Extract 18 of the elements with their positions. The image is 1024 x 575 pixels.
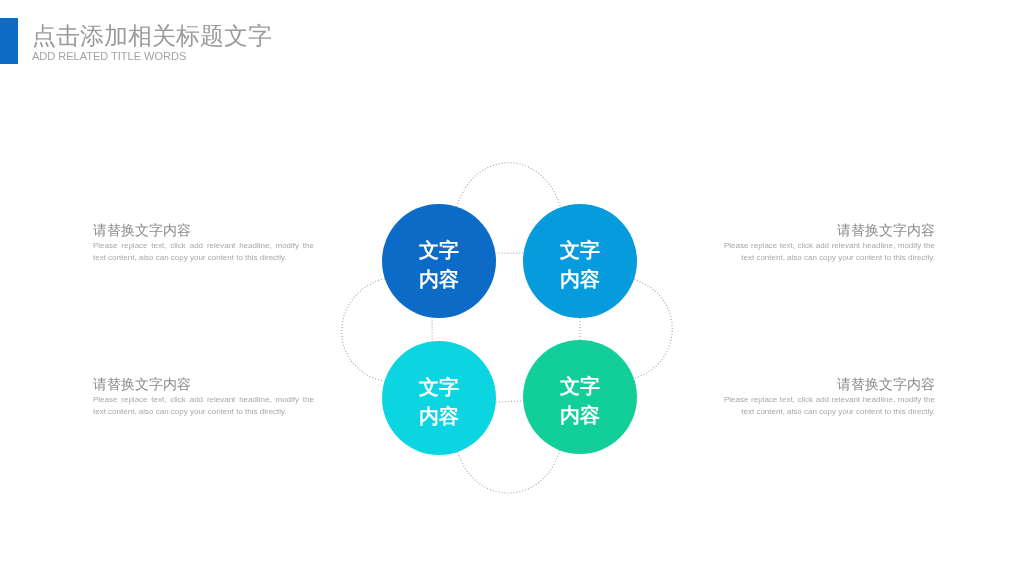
circle-text: 文字内容 [559, 373, 601, 429]
subtitle: ADD RELATED TITLE WORDS [32, 50, 187, 63]
dotted-arc [633, 279, 673, 379]
description-text: Please replace text, click add relevant headline, modify the text content, also can copy your content to this directly. [93, 240, 314, 264]
section-heading: 请替换文字内容 [836, 221, 935, 239]
section-heading: 请替换文字内容 [93, 375, 192, 393]
dotted-line [579, 317, 581, 341]
section-heading: 请替换文字内容 [93, 221, 192, 239]
title: 点击添加相关标题文字 [32, 21, 272, 51]
circle-text: 文字内容 [559, 237, 601, 293]
description-text: Please replace text, click add relevant headline, modify the text content, also can copy your content to this directly. [93, 394, 314, 418]
dotted-line [495, 400, 524, 403]
circle-text: 文字内容 [418, 374, 460, 430]
section-heading: 请替换文字内容 [836, 375, 935, 393]
dotted-arc [456, 162, 562, 208]
description-text: Please replace text, click add relevant headline, modify the text content, also can copy your content to this directly. [724, 240, 935, 264]
description-text: Please replace text, click add relevant headline, modify the text content, also can copy your content to this directly. [724, 394, 935, 418]
circle-text: 文字内容 [418, 237, 460, 293]
